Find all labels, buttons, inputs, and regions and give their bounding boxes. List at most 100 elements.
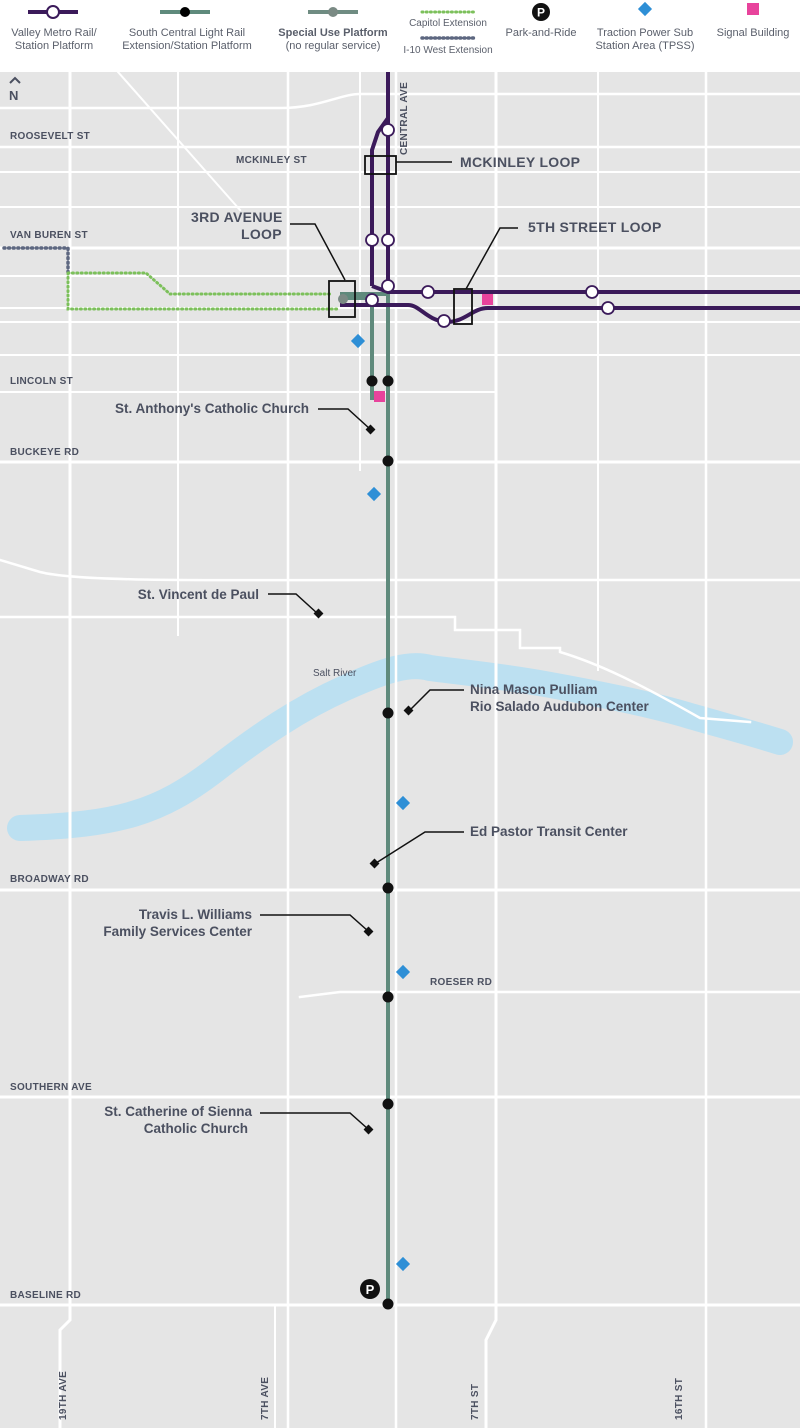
landmark-diamond-icon [369,858,380,869]
route-map: ROOSEVELT ST MCKINLEY ST VAN BUREN ST LI… [0,72,800,1428]
landmark-callouts [260,408,464,1130]
south-central-stations [366,375,394,1310]
station-broadway [382,882,394,894]
legend: Valley Metro Rail/Station Platform South… [0,0,800,72]
station-5th-st [437,314,451,328]
south-central-line-symbol [160,7,210,17]
special-use-platform [338,294,348,304]
station-12th-st-north [585,285,599,299]
street-label-lincoln: LINCOLN ST [10,376,73,387]
landmark-st-catherine-line-1: St. Catherine of Sienna [104,1104,252,1119]
station-van-buren-east [381,233,395,247]
third-avenue-loop-label-2: LOOP [241,226,282,242]
street-label-mckinley: MCKINLEY ST [236,155,307,166]
station-roeser [382,991,394,1003]
loop-callouts: MCKINLEY LOOP 3RD AVENUE LOOP 5TH STREET… [191,154,662,290]
landmark-nina-line-2: Rio Salado Audubon Center [470,699,649,714]
landmark-diamond-icon [365,424,376,435]
street-label-van-buren: VAN BUREN ST [10,230,88,241]
park-and-ride-icon: P [532,3,550,21]
street-label-buckeye: BUCKEYE RD [10,447,79,458]
landmark-st-vincent: St. Vincent de Paul [138,587,259,602]
signal-building-square-icon [482,294,493,305]
salt-river [7,653,793,841]
station-southern [382,1098,394,1110]
street-label-roosevelt: ROOSEVELT ST [10,131,90,142]
tpss-diamond-icon [395,964,411,980]
station-buckeye [382,455,394,467]
legend-i10-label: I-10 West Extension [403,45,493,56]
landmark-st-catherine-line-2: Catholic Church [144,1121,248,1136]
legend-park-and-ride: P Park-and-Ride [498,0,584,72]
landmark-markers [313,424,414,1135]
third-avenue-loop-label-1: 3RD AVENUE [191,209,283,225]
tpss-markers [350,333,411,1272]
signal-building-square-icon [374,391,385,402]
legend-special-use: Special Use Platform(no regular service) [268,0,398,72]
signal-buildings [374,294,493,402]
valley-metro-stations [365,123,615,328]
tpss-diamond-icon [350,333,366,349]
station-audubon [382,707,394,719]
landmark-diamond-icon [313,608,324,619]
fifth-street-loop-label: 5TH STREET LOOP [528,219,662,235]
park-and-ride-icon: P [360,1279,380,1299]
capitol-extension-line [66,271,342,311]
street-label-broadway: BROADWAY RD [10,874,89,885]
park-and-ride-legend-letter: P [537,6,545,20]
special-use-line-symbol [308,7,358,17]
tpss-diamond-icon [395,795,411,811]
extensions-symbols [420,10,476,40]
landmark-travis-line-2: Family Services Center [103,924,252,939]
tpss-diamond-icon [366,486,382,502]
street-labels: ROOSEVELT ST MCKINLEY ST VAN BUREN ST LI… [10,82,685,1420]
legend-park-and-ride-label: Park-and-Ride [505,27,577,39]
station-van-buren-west [365,233,379,247]
mckinley-loop-box [364,155,397,175]
station-lincoln-east [382,375,394,387]
landmark-diamond-icon [363,1124,374,1135]
landmark-travis-line-1: Travis L. Williams [139,907,252,922]
park-and-ride-letter: P [366,1282,375,1297]
landmark-nina-line-1: Nina Mason Pulliam [470,682,598,697]
station-central-south [365,293,379,307]
legend-signal-building: Signal Building [706,0,800,72]
landmark-diamond-icon [403,705,414,716]
map-land [0,72,800,1428]
station-baseline [382,1298,394,1310]
landmark-st-anthony: St. Anthony's Catholic Church [115,401,309,416]
i10-west-extension-line [2,246,70,274]
salt-river-label: Salt River [313,668,357,679]
station-central-north [381,279,395,293]
station-3rd-st [421,285,435,299]
tpss-diamond-icon [395,1256,411,1272]
north-arrow-icon: N [9,76,21,103]
station-12th-st-south [601,301,615,315]
street-label-7th-ave: 7TH AVE [260,1377,271,1420]
station-lincoln-west [366,375,378,387]
legend-special-use-label: Special Use Platform(no regular service) [278,27,388,52]
landmark-ed-pastor: Ed Pastor Transit Center [470,824,628,839]
tpss-diamond-icon [637,1,653,17]
signal-building-square-icon [747,3,759,15]
legend-valley-metro: Valley Metro Rail/Station Platform [0,0,110,72]
north-label: N [9,88,18,103]
station-roosevelt [381,123,395,137]
street-label-central: CENTRAL AVE [399,82,410,155]
third-avenue-loop-box [328,280,356,318]
street-label-baseline: BASELINE RD [10,1290,81,1301]
valley-metro-line-symbol [28,5,78,19]
street-label-southern: SOUTHERN AVE [10,1082,92,1093]
landmark-diamond-icon [363,926,374,937]
legend-valley-metro-label: Valley Metro Rail/Station Platform [11,27,97,52]
loop-boxes [328,155,473,325]
legend-capitol-label: Capitol Extension [409,18,487,29]
street-label-19th-ave: 19TH AVE [58,1371,69,1420]
legend-extensions: Capitol Extension I-10 West Extension [398,0,498,72]
street-label-7th-st: 7TH ST [470,1384,481,1420]
street-label-16th-st: 16TH ST [674,1378,685,1420]
